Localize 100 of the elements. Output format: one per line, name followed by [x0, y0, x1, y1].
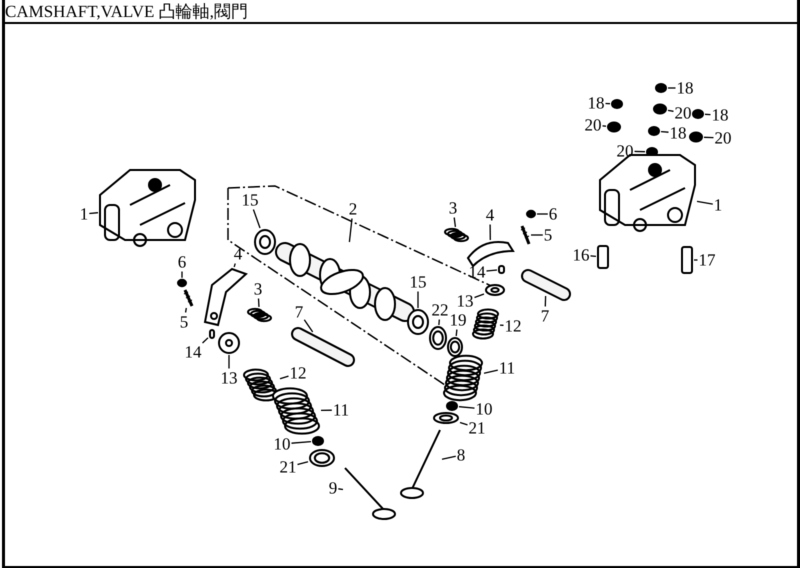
callout-number: 3: [254, 280, 262, 298]
washer: [607, 122, 621, 132]
rocker-arm-drawing: [204, 268, 248, 326]
leader-line: [456, 329, 458, 336]
ring-drawing: [447, 337, 463, 357]
leader-line: [474, 293, 484, 298]
nut: [177, 278, 187, 288]
nut: [648, 126, 660, 136]
callout-number: 14: [468, 264, 486, 280]
spring-drawing: [243, 368, 279, 402]
leader-line: [500, 324, 504, 326]
callout-number: 5: [544, 226, 552, 244]
leader-line: [348, 218, 353, 242]
leader-line: [704, 136, 714, 138]
valve-cotter: [312, 436, 324, 446]
valve-cotter: [446, 401, 458, 411]
spring-retainer-drawing: [433, 412, 459, 424]
pin: [498, 265, 505, 274]
spring-drawing: [472, 308, 499, 340]
dowel-pin: [681, 246, 693, 274]
adjusting-screw-drawing: [184, 289, 194, 307]
rocker-shaft-drawing: [521, 269, 571, 301]
leader-line: [184, 308, 187, 313]
callout-number: 9: [328, 480, 338, 496]
leader-line: [605, 102, 610, 104]
leader-line: [704, 114, 711, 116]
rocker-shaft-drawing: [291, 327, 355, 367]
callout-number: 21: [468, 420, 486, 436]
leader-line: [458, 406, 475, 409]
bearing-drawing: [254, 229, 276, 255]
leader-line: [489, 224, 491, 240]
leader-line: [89, 212, 98, 214]
leader-line: [228, 355, 230, 368]
callout-number: 4: [234, 246, 242, 262]
callout-number: 12: [290, 364, 306, 382]
callout-number: 10: [476, 400, 492, 418]
spring-drawing: [247, 308, 272, 322]
leader-line: [590, 255, 596, 258]
callout-number: 5: [180, 314, 188, 330]
rocker-arm-drawing: [467, 241, 514, 267]
callout-number: 20: [714, 130, 732, 146]
callout-number: 18: [676, 80, 694, 96]
callout-number: 18: [588, 94, 604, 112]
leader-line: [484, 369, 498, 374]
nut: [611, 99, 623, 109]
bearing-drawing: [407, 309, 429, 335]
leader-line: [694, 259, 698, 261]
callout-number: 17: [698, 252, 716, 268]
callout-number: 7: [540, 308, 550, 324]
callout-number: 21: [280, 458, 296, 476]
leader-line: [304, 319, 314, 332]
nut: [526, 210, 536, 218]
cylinder-head-drawing: [99, 169, 196, 247]
leader-line: [234, 263, 236, 268]
leader-line: [544, 296, 546, 307]
spring-drawing: [444, 228, 469, 242]
leader-line: [460, 422, 468, 426]
callout-number: 4: [486, 206, 494, 224]
nut: [655, 83, 667, 93]
callout-number: 22: [432, 302, 448, 318]
callout-number: 13: [220, 370, 238, 386]
leader-line: [660, 130, 669, 133]
leader-line: [696, 200, 713, 205]
callout-number: 15: [242, 192, 258, 208]
valve-drawing: [344, 467, 396, 520]
washer-drawing: [218, 332, 240, 354]
callout-number: 11: [498, 360, 516, 376]
callout-number: 15: [410, 274, 426, 290]
callout-number: 3: [448, 200, 458, 216]
leader-line: [531, 234, 543, 236]
leader-line: [602, 125, 606, 127]
callout-number: 13: [456, 292, 474, 310]
callout-number: 8: [456, 446, 466, 464]
callout-number: 19: [450, 312, 466, 328]
washer: [689, 132, 703, 142]
nut: [692, 109, 704, 119]
callout-number: 14: [184, 344, 202, 360]
ring-drawing: [429, 326, 447, 350]
spring-retainer-drawing: [309, 449, 335, 467]
washer-drawing: [485, 284, 505, 296]
leader-line: [668, 87, 676, 89]
leader-line: [297, 461, 308, 466]
leader-line: [634, 150, 646, 152]
leader-line: [438, 319, 440, 326]
callout-number: 18: [712, 106, 728, 124]
callout-number: 6: [178, 254, 186, 270]
callout-number: 6: [548, 206, 558, 222]
washer: [653, 104, 667, 114]
callout-number: 12: [504, 318, 522, 334]
callout-number: 18: [670, 124, 686, 142]
callout-number: 7: [294, 304, 304, 320]
leader-line: [417, 292, 419, 308]
leader-line: [280, 375, 289, 380]
callout-number: 2: [348, 200, 358, 218]
pin: [209, 329, 215, 339]
leader-line: [454, 217, 456, 227]
valve-drawing: [400, 430, 441, 499]
callout-number: 20: [584, 116, 602, 134]
callout-number: 1: [80, 206, 88, 222]
adjusting-screw-drawing: [520, 225, 530, 245]
